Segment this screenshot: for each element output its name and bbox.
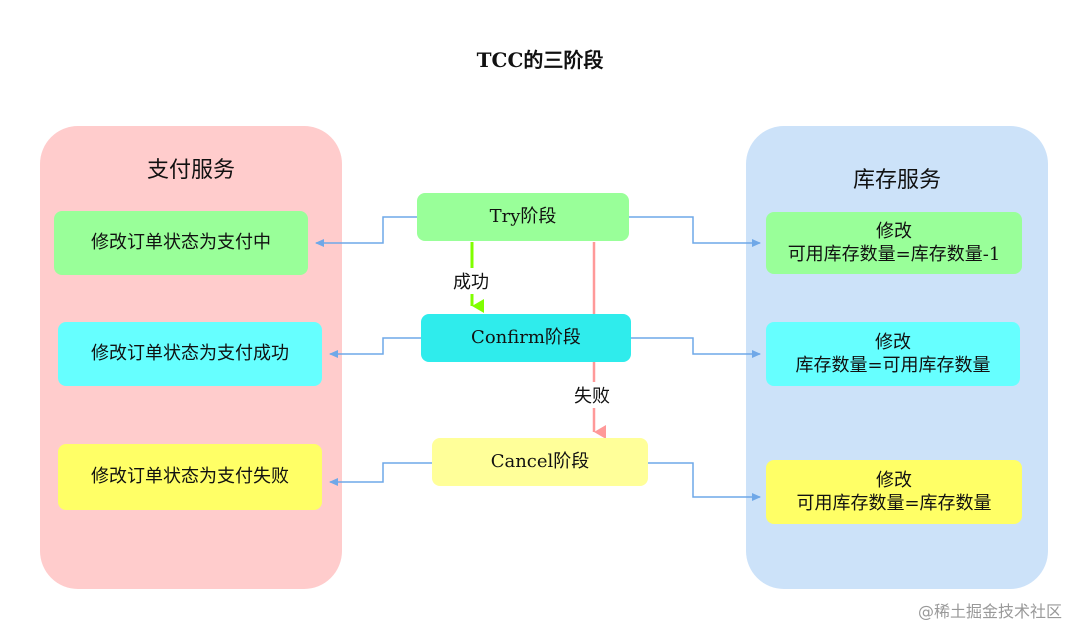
payment-box-success: 修改订单状态为支付成功 bbox=[58, 322, 322, 386]
watermark-text: @稀土掘金技术社区 bbox=[917, 602, 1062, 621]
inventory-box-confirm: 修改 库存数量=可用库存数量 bbox=[766, 322, 1020, 386]
inventory-box-cancel-line2: 可用库存数量=库存数量 bbox=[796, 493, 992, 514]
failure-label: 失败 bbox=[572, 382, 612, 408]
confirm-to-inventory-arrow bbox=[631, 337, 761, 358]
try-to-payment-arrow bbox=[315, 216, 417, 247]
confirm-to-payment-arrow bbox=[329, 337, 421, 358]
inventory-box-try-line2: 可用库存数量=库存数量-1 bbox=[787, 244, 1001, 265]
try-to-inventory-arrow bbox=[629, 216, 761, 247]
inventory-box-confirm-line1: 修改 bbox=[875, 331, 911, 353]
phase-cancel: Cancel阶段 bbox=[432, 438, 648, 486]
phase-confirm: Confirm阶段 bbox=[421, 314, 631, 362]
inventory-box-cancel-line1: 修改 bbox=[876, 469, 912, 491]
inventory-box-try: 修改 可用库存数量=库存数量-1 bbox=[766, 212, 1022, 274]
payment-service-title: 支付服务 bbox=[146, 158, 235, 183]
payment-box-paying: 修改订单状态为支付中 bbox=[54, 211, 308, 275]
inventory-box-cancel: 修改 可用库存数量=库存数量 bbox=[766, 460, 1022, 524]
cancel-to-inventory-arrow bbox=[648, 462, 761, 501]
inventory-service-title: 库存服务 bbox=[852, 168, 941, 193]
diagram-title: TCC的三阶段 bbox=[476, 48, 604, 72]
phase-try: Try阶段 bbox=[417, 193, 629, 241]
success-label: 成功 bbox=[451, 268, 491, 294]
payment-box-failed: 修改订单状态为支付失败 bbox=[58, 444, 322, 510]
inventory-box-try-line1: 修改 bbox=[876, 220, 912, 242]
inventory-box-confirm-line2: 库存数量=可用库存数量 bbox=[795, 355, 991, 376]
cancel-to-payment-arrow bbox=[329, 462, 432, 486]
